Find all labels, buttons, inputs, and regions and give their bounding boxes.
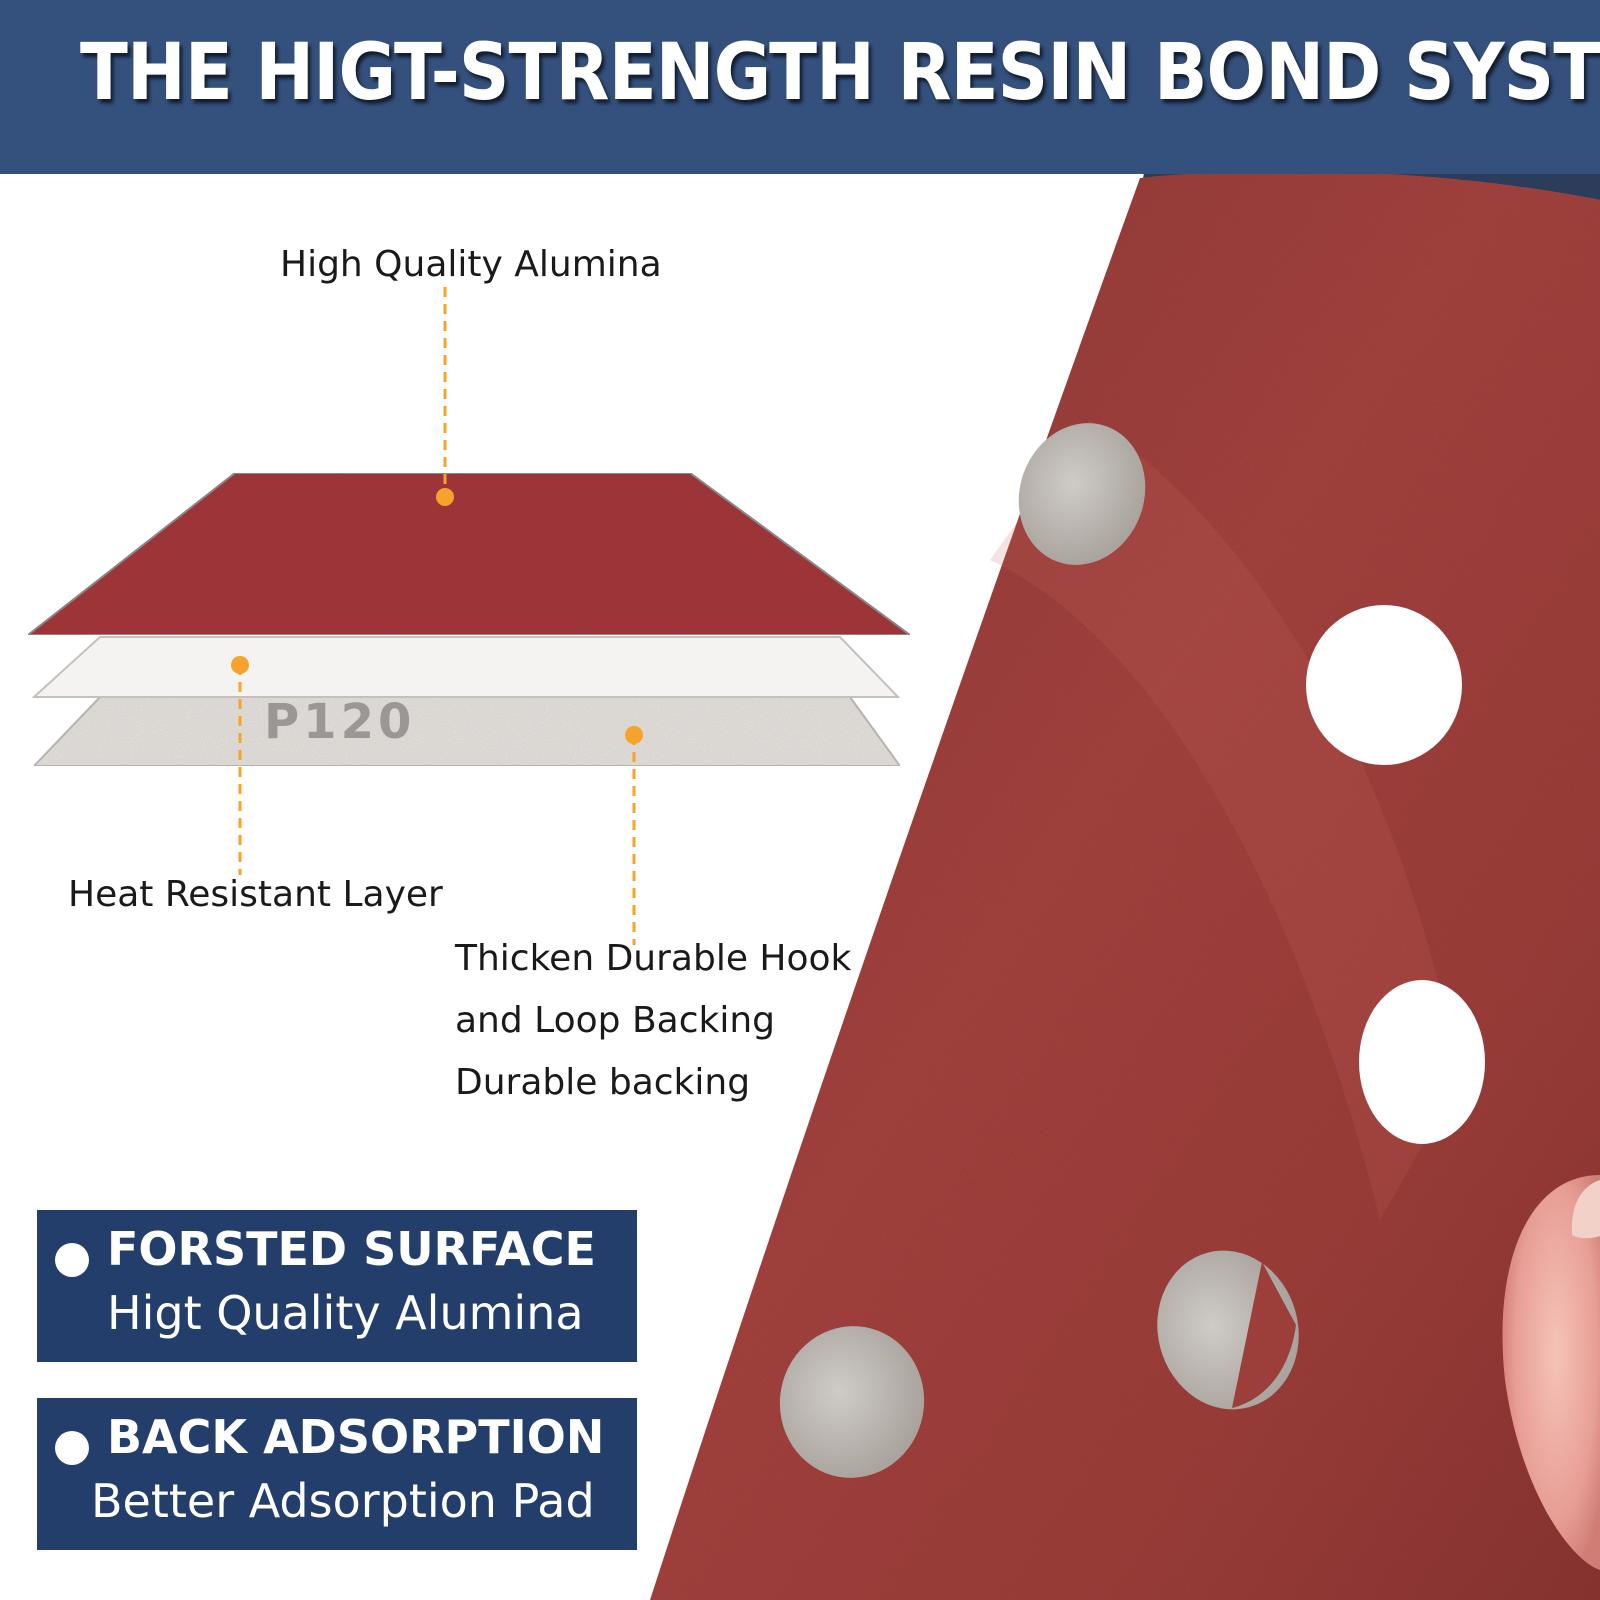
header-banner: THE HIGT-STRENGTH RESIN BOND SYSTEM: [0, 0, 1600, 174]
page-title: THE HIGT-STRENGTH RESIN BOND SYSTEM: [80, 28, 1600, 118]
feature-box-surface: FORSTED SURFACE Higt Quality Alumina: [37, 1210, 637, 1362]
disc-surface: [650, 170, 1600, 1600]
callout-dot-bottom: [625, 726, 643, 744]
disc-hole: [779, 1326, 925, 1478]
backing-layer: [31, 696, 902, 767]
feature-title: BACK ADSORPTION: [107, 1410, 605, 1464]
callout-middle-layer: Heat Resistant Layer: [68, 874, 443, 915]
disc-hole: [1306, 605, 1462, 765]
callout-bottom-line-2: and Loop Backing: [455, 1000, 776, 1041]
bullet-icon: [55, 1431, 89, 1465]
disc-hole: [1018, 423, 1146, 565]
callout-top-layer: High Quality Alumina: [280, 244, 662, 285]
callout-bottom-line-1: Thicken Durable Hook: [455, 938, 852, 979]
callout-bottom-line-3: Durable backing: [455, 1062, 751, 1103]
feature-title: FORSTED SURFACE: [107, 1222, 596, 1276]
fingertip: [1502, 1175, 1600, 1570]
callout-dot-middle: [231, 656, 249, 674]
disc-hole: [1359, 980, 1485, 1144]
feature-subtitle: Better Adsorption Pad: [91, 1474, 595, 1528]
grit-label: P120: [264, 694, 416, 750]
feature-subtitle: Higt Quality Alumina: [107, 1286, 584, 1340]
bullet-icon: [55, 1243, 89, 1277]
callout-dot-top: [436, 488, 454, 506]
feature-box-adsorption: BACK ADSORPTION Better Adsorption Pad: [37, 1398, 637, 1550]
abrasive-layer: [25, 472, 914, 636]
heat-resistant-layer: [31, 636, 901, 698]
